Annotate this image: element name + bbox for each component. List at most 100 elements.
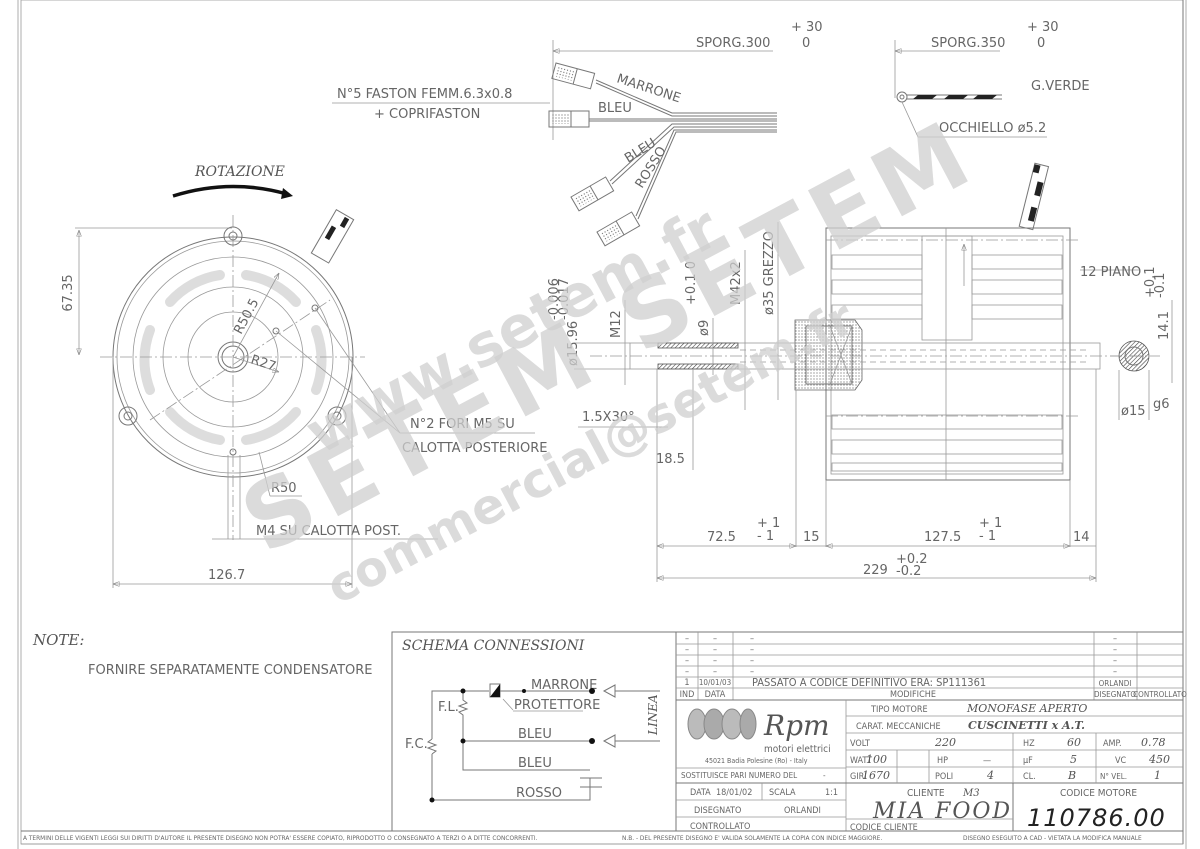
svg-text:MARRONE: MARRONE — [531, 678, 597, 693]
sporg-350-label: SPORG.350 — [931, 36, 1005, 51]
notes: NOTE: FORNIRE SEPARATAMENTE CONDENSATORE — [32, 631, 372, 678]
radius-27: R27 — [249, 353, 278, 375]
svg-text:PROTETTORE: PROTETTORE — [514, 698, 600, 713]
svg-text:+0.1: +0.1 — [1143, 266, 1158, 298]
svg-text:-: - — [823, 771, 826, 780]
svg-text:µF: µF — [1023, 756, 1033, 766]
d35-label: ø35 GREZZO — [762, 231, 777, 315]
svg-text:–: – — [750, 667, 754, 677]
uf-value: 5 — [1070, 753, 1077, 766]
front-view: ROTAZIONE 67.35 — [61, 164, 547, 588]
amp-value: 0.78 — [1141, 736, 1166, 749]
svg-text:HZ: HZ — [1023, 739, 1035, 749]
svg-text:CODICE MOTORE: CODICE MOTORE — [1060, 788, 1137, 799]
svg-text:VC: VC — [1115, 756, 1127, 766]
svg-text:CODICE CLIENTE: CODICE CLIENTE — [850, 823, 918, 833]
rpm-logo-icon — [687, 708, 757, 740]
svg-text:-0.2: -0.2 — [896, 564, 921, 579]
schema-title: SCHEMA CONNESSIONI — [402, 638, 585, 654]
svg-text:–: – — [713, 645, 717, 655]
svg-text:M3: M3 — [962, 788, 980, 799]
svg-text:N° VEL.: N° VEL. — [1100, 772, 1127, 781]
coprifaston-label: + COPRIFASTON — [374, 107, 480, 122]
svg-text:POLI: POLI — [935, 772, 953, 782]
svg-text:ORLANDI: ORLANDI — [1099, 679, 1132, 688]
dim-67-35: 67.35 — [61, 274, 76, 311]
svg-text:ROSSO: ROSSO — [516, 786, 562, 801]
rotation-arrow-icon — [281, 188, 293, 199]
dim-14: 14 — [1073, 530, 1090, 545]
svg-text:0: 0 — [802, 36, 810, 51]
watt-value: 100 — [866, 753, 887, 766]
note-title: NOTE: — [32, 631, 84, 649]
svg-text:–: – — [685, 634, 689, 644]
eyelet-label: OCCHIELLO ø5.2 — [939, 121, 1046, 136]
svg-text:+ 1: + 1 — [979, 516, 1002, 531]
chamfer-label: 1.5X30° — [582, 410, 635, 425]
svg-text:–: – — [713, 634, 717, 644]
shaft-diameter: ø15.96 — [566, 321, 581, 366]
drawn-by: ORLANDI — [784, 806, 821, 816]
dim-127-5: 127.5 — [924, 530, 961, 545]
m4-note: M4 SU CALOTTA POST. — [256, 524, 401, 539]
svg-text:1: 1 — [684, 678, 689, 688]
eyelet-icon — [896, 91, 908, 103]
svg-text:-0.017: -0.017 — [557, 278, 572, 320]
svg-text:SETEM SETEM: SETEM SETEM — [225, 98, 993, 574]
svg-text:+ 30: + 30 — [791, 20, 823, 35]
hp-value: — — [983, 756, 991, 766]
svg-text:DATA: DATA — [690, 788, 711, 798]
svg-text:-0.1: -0.1 — [1153, 273, 1168, 298]
svg-text:–: – — [713, 667, 717, 677]
svg-text:–: – — [713, 656, 717, 666]
piano-label: 12 PIANO — [1080, 265, 1141, 280]
dim-18-5: 18.5 — [656, 452, 685, 467]
svg-text:DATA: DATA — [705, 690, 726, 700]
class-value: B — [1067, 769, 1076, 782]
svg-text:SCALA: SCALA — [769, 788, 796, 798]
faston-label: N°5 FASTON FEMM.6.3x0.8 — [337, 87, 512, 102]
svg-text:g6: g6 — [1153, 397, 1170, 412]
mechanical-features: CUSCINETTI x A.T. — [968, 719, 1085, 732]
svg-text:–: – — [1113, 645, 1117, 655]
dim-126-7: 126.7 — [208, 568, 245, 583]
svg-text:–: – — [750, 645, 754, 655]
svg-text:WATT: WATT — [850, 756, 872, 766]
linea-label: LINEA — [646, 694, 660, 736]
rpm-value: 1670 — [862, 769, 890, 782]
drawing-scale: 1:1 — [825, 788, 838, 798]
title-block: Rpm motori elettrici 45021 Badia Polesin… — [675, 699, 1184, 833]
sporg-300-label: SPORG.300 — [696, 36, 770, 51]
svg-text:- 1: - 1 — [757, 529, 774, 544]
dim-15: 15 — [803, 530, 820, 545]
dim-72-5: 72.5 — [707, 530, 736, 545]
motor-type: MONOFASE APERTO — [966, 702, 1087, 715]
dim-14-1: 14.1 — [1157, 311, 1172, 340]
drawing-date: 18/01/02 — [716, 788, 752, 798]
svg-text:10/01/03: 10/01/03 — [699, 678, 731, 687]
wire-bleu-label: BLEU — [598, 101, 632, 116]
ground-wire-label: G.VERDE — [1031, 79, 1090, 94]
svg-text:- 1: - 1 — [979, 529, 996, 544]
company-tagline: motori elettrici — [764, 744, 831, 755]
svg-text:CLIENTE: CLIENTE — [907, 788, 945, 799]
connection-schema: SCHEMA CONNESSIONI F.C. MARRONE PROTETTO… — [391, 631, 677, 832]
svg-text:IND: IND — [680, 690, 695, 700]
volt-value: 220 — [934, 736, 956, 749]
svg-text:HP: HP — [937, 756, 948, 766]
svg-text:-0.006: -0.006 — [547, 278, 562, 320]
svg-text:MODIFICHE: MODIFICHE — [890, 690, 936, 700]
svg-text:–: – — [1113, 634, 1117, 644]
footer: A TERMINI DELLE VIGENTI LEGGI SUI DIRITT… — [21, 830, 1183, 845]
svg-text:F.L.: F.L. — [438, 700, 459, 715]
svg-text:AMP.: AMP. — [1103, 739, 1122, 749]
vc-value: 450 — [1148, 753, 1170, 766]
revision-table: – – – – – – – – – – – – – – – – 1 10/01/… — [675, 631, 1187, 701]
radius-50: R50 — [271, 481, 297, 496]
svg-text:–: – — [1113, 656, 1117, 666]
svg-text:–: – — [685, 667, 689, 677]
poles-value: 4 — [986, 769, 994, 782]
svg-text:SOSTITUISCE PARI NUMERO DEL: SOSTITUISCE PARI NUMERO DEL — [681, 771, 797, 780]
svg-text:CONTROLLATO: CONTROLLATO — [690, 822, 750, 832]
